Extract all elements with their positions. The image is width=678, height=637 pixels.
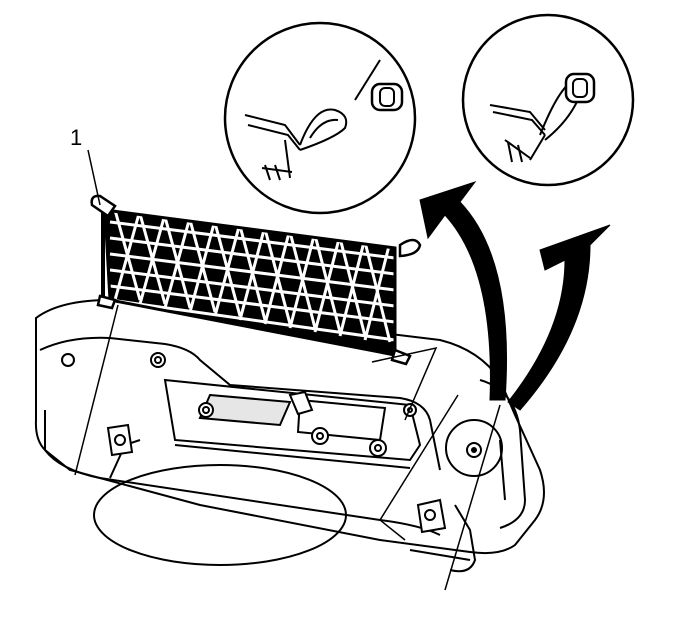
anchor-grommet (61, 352, 447, 534)
detail-view-left (223, 21, 417, 215)
callout-1-label: 1 (70, 125, 82, 150)
spare-tire-well (93, 464, 347, 566)
arrow (419, 181, 611, 411)
anchor-grommet (564, 72, 596, 104)
leader-line (74, 149, 501, 591)
anchor-detail-circle (445, 419, 503, 477)
anchor-grommet (370, 82, 404, 112)
cargo-net (101, 208, 397, 357)
detail-view-right (461, 13, 635, 187)
